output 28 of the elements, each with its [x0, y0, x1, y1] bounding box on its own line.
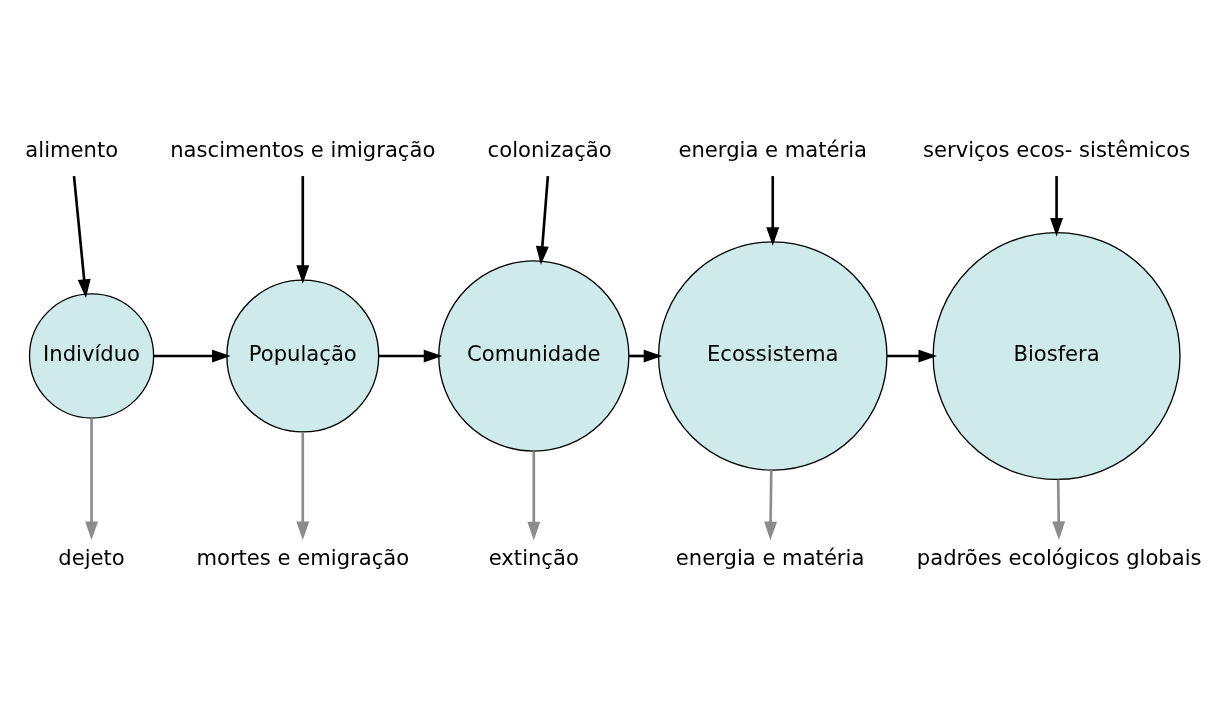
node-text: energia e matéria [678, 136, 867, 162]
arrow [85, 417, 99, 540]
node-circle: Ecossistema [657, 240, 888, 471]
arrow [296, 431, 310, 540]
arrow [379, 349, 443, 362]
node-text: nascimentos e imigração [170, 136, 436, 162]
node-text: dejeto [58, 544, 125, 570]
arrow [766, 175, 780, 246]
node-circle: Biosfera [932, 231, 1181, 480]
node-circle: Comunidade [438, 259, 630, 452]
node-text: alimento [25, 136, 119, 162]
node-text: mortes e emigração [196, 544, 410, 570]
arrow [296, 175, 310, 284]
node-circle: Indivíduo [28, 292, 155, 419]
node-text: extinção [488, 544, 579, 570]
arrow [1052, 479, 1066, 540]
arrow [886, 349, 937, 362]
node-circle: População [226, 278, 380, 433]
arrow [527, 451, 541, 540]
node-text: energia e matéria [675, 544, 865, 570]
arrow [764, 469, 778, 540]
node-text: padrões ecológicos globais [916, 544, 1202, 570]
arrow [72, 175, 91, 298]
arrow [153, 349, 231, 362]
arrow [535, 175, 550, 265]
node-text: serviços ecos- sistêmicos [922, 136, 1191, 162]
node-text: colonização [487, 136, 612, 162]
arrow [1050, 175, 1064, 237]
